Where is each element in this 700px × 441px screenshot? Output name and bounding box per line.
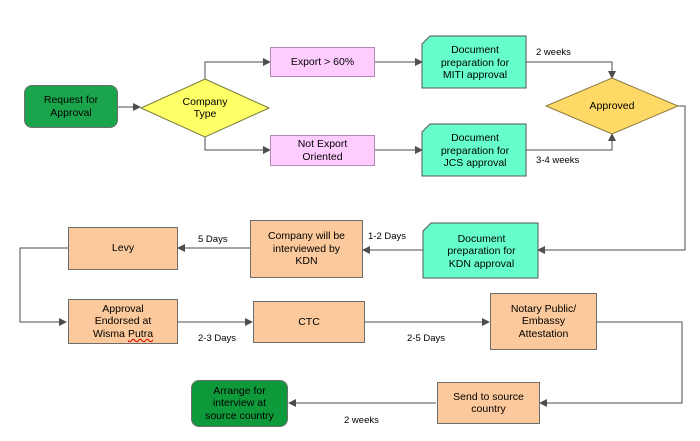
approval-endorsed-node: Approval Endorsed at Wisma Putra (68, 299, 178, 344)
edge-type-to-notexport (204, 136, 271, 154)
send-to-source-node: Send to source country (437, 382, 540, 424)
kdn-interview-node: Company will be interviewed by KDN (250, 220, 363, 278)
approval-endorsed-line3a: Wisma (92, 327, 128, 340)
approval-endorsed-line1: Approval (102, 302, 144, 315)
approval-endorsed-line3: Wisma Putra (93, 328, 153, 341)
doc-kdn-shape (422, 222, 539, 279)
approved-diamond (544, 77, 680, 135)
duration-interview-levy: 5 Days (198, 234, 228, 245)
approval-endorsed-line3b: Putra (127, 327, 154, 340)
duration-endorsed-ctc: 2-3 Days (198, 333, 237, 344)
not-export-oriented-node: Not Export Oriented (270, 135, 375, 166)
arrange-interview-node: Arrange for interview at source country (191, 380, 288, 427)
company-type-label: Company Type (182, 95, 228, 121)
duration-kdn: 1-2 Days (368, 231, 407, 242)
edge-jcs-to-approved (526, 133, 616, 151)
approval-endorsed-line2: Endorsed at (94, 315, 152, 328)
edge-levy-to-endorsed (19, 247, 68, 326)
edge-approved-to-kdn (537, 105, 686, 254)
doc-kdn-label: Document preparation for KDN approval (447, 232, 516, 270)
notary-embassy-node: Notary Public/ Embassy Attestation (490, 293, 597, 350)
edge-type-to-export (204, 58, 271, 80)
duration-ctc-notary: 2-5 Days (407, 333, 446, 344)
duration-send-arrange: 2 weeks (344, 415, 379, 426)
request-approval-node: Request for Approval (24, 85, 118, 128)
edge-notary-to-send (539, 321, 683, 407)
export-over-60-node: Export > 60% (270, 47, 375, 77)
duration-jcs: 3-4 weeks (536, 155, 580, 166)
approved-label: Approved (589, 99, 635, 112)
doc-miti-label: Document preparation for MITI approval (440, 44, 510, 82)
ctc-node: CTC (253, 301, 365, 343)
doc-jcs-shape (421, 123, 527, 177)
doc-jcs-label: Document preparation for JCS approval (440, 132, 510, 170)
duration-miti: 2 weeks (536, 47, 571, 58)
doc-miti-shape (421, 35, 527, 89)
levy-node: Levy (68, 227, 178, 270)
edge-miti-to-approved (526, 61, 616, 79)
company-type-diamond (139, 78, 271, 138)
